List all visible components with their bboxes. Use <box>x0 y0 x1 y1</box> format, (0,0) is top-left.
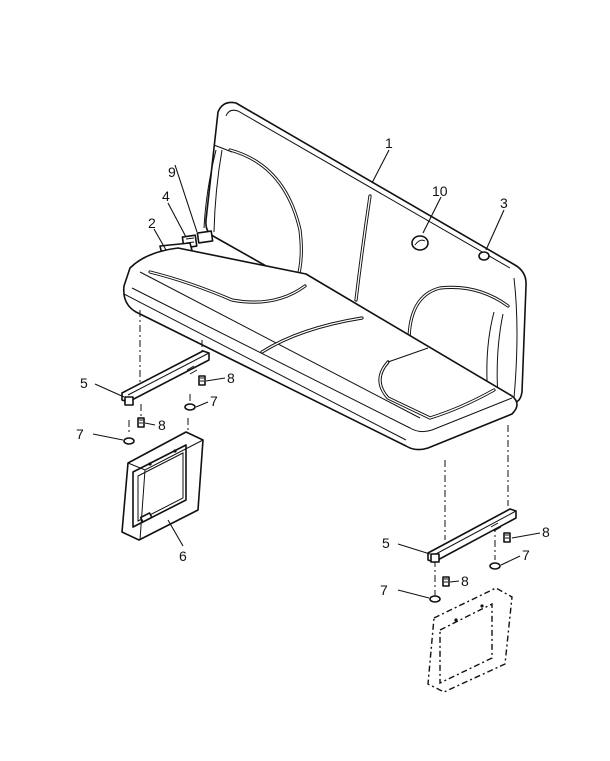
callout-6: 6 <box>179 548 187 564</box>
leader-lines <box>92 149 541 599</box>
callout-10: 10 <box>432 183 448 199</box>
left-washer-upper <box>184 403 196 411</box>
right-mount-assembly <box>427 508 517 693</box>
back-handle <box>411 235 429 251</box>
right-rail <box>427 508 517 563</box>
left-mount-assembly <box>121 350 210 541</box>
callout-5-right: 5 <box>382 535 390 551</box>
left-rail <box>121 350 210 403</box>
hinge-bracket <box>196 230 214 244</box>
seat-cushion <box>122 247 518 451</box>
callout-3: 3 <box>500 195 508 211</box>
left-rail-end <box>124 396 134 406</box>
left-washer-lower <box>123 437 135 445</box>
callout-8-left-upper: 8 <box>227 370 235 386</box>
right-rail-end <box>430 553 440 563</box>
callout-labels: 1 10 3 9 4 2 5 8 7 7 8 6 5 8 7 7 8 <box>76 135 550 598</box>
callout-8-right-lower: 8 <box>461 573 469 589</box>
right-pin <box>478 251 490 261</box>
callout-7-right-upper: 7 <box>522 547 530 563</box>
callout-7-right-lower: 7 <box>380 582 388 598</box>
callout-4: 4 <box>162 188 170 204</box>
callout-2: 2 <box>148 215 156 231</box>
right-washer-lower <box>429 595 441 603</box>
right-washer-upper <box>489 562 501 570</box>
callout-9: 9 <box>168 164 176 180</box>
callout-1: 1 <box>385 135 393 151</box>
callout-8-right-upper: 8 <box>542 524 550 540</box>
callout-8-left-lower: 8 <box>158 417 166 433</box>
callout-7-left-upper: 7 <box>210 393 218 409</box>
callout-7-left-lower: 7 <box>76 426 84 442</box>
seat-back <box>159 101 527 404</box>
callout-5-left: 5 <box>80 375 88 391</box>
